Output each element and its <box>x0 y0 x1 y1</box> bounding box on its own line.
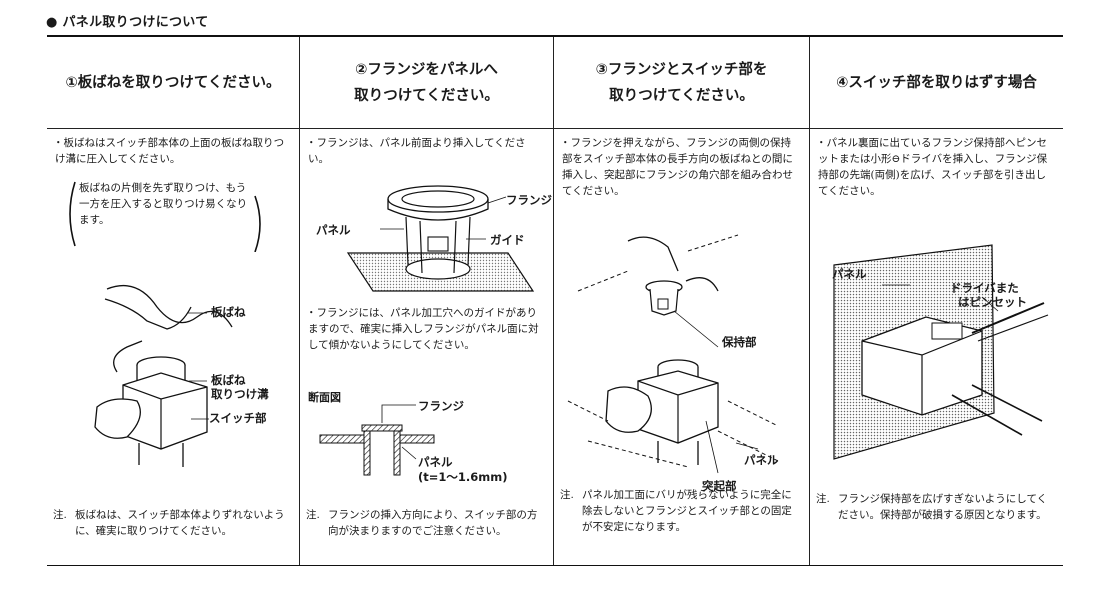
step-2-note: 注. フランジの挿入方向により、スイッチ部の方向が決まりますのでご注意ください。 <box>300 507 553 539</box>
section-title: ● パネル取りつけについて <box>46 15 209 30</box>
note-mark: 注. <box>816 493 830 505</box>
guide-label: ガイド <box>490 233 525 247</box>
step-3-cell: フランジを押えながら、フランジの両側の保持部をスイッチ部本体の長手方向の板ばねと… <box>553 129 809 565</box>
step-4-note: 注. フランジ保持部を広げすぎないようにしてください。保持部が破損する原因となり… <box>810 491 1063 523</box>
header-step-2-line-2: 取りつけてください。 <box>354 87 499 104</box>
step-1-note-text: 板ばねは、スイッチ部本体よりずれないように、確実に取りつけてください。 <box>75 509 285 537</box>
cross-section-label: 断面図 <box>308 391 341 404</box>
step-1-cell: 板ばねはスイッチ部本体の上面の板ばね取りつけ溝に圧入してください。 板ばねの片側… <box>47 129 299 565</box>
header-step-2: ②フランジをパネルへ 取りつけてください。 <box>299 37 553 129</box>
header-step-1-line-1: ①板ばねを取りつけてください。 <box>65 74 281 91</box>
step-4-note-text: フランジ保持部を広げすぎないようにしてください。保持部が破損する原因となります。 <box>838 493 1048 521</box>
spring-label: 板ばね <box>211 305 246 319</box>
step-2-note-text: フランジの挿入方向により、スイッチ部の方向が決まりますのでご注意ください。 <box>328 509 538 537</box>
cross-section-flange-label: フランジ <box>418 399 464 413</box>
panel-thickness-label: (t=1～1.6mm) <box>418 470 508 484</box>
switch-label: スイッチ部 <box>209 411 267 425</box>
header-step-1: ①板ばねを取りつけてください。 <box>47 37 299 129</box>
tool-label-line-1: ドライバまた <box>950 281 1019 295</box>
step-1-instruction: 板ばねはスイッチ部本体の上面の板ばね取りつけ溝に圧入してください。 <box>55 135 291 167</box>
step-1-note: 注. 板ばねは、スイッチ部本体よりずれないように、確実に取りつけてください。 <box>47 507 299 539</box>
header-step-3-line-1: ③フランジとスイッチ部を <box>595 61 768 78</box>
note-mark: 注. <box>306 509 320 521</box>
header-step-2-line-1: ②フランジをパネルへ <box>355 61 498 78</box>
step-2-cell: フランジは、パネル前面より挿入してください。 フランジ パネル ガイド フランジ… <box>299 129 553 565</box>
cross-section-panel-label: パネル <box>418 455 453 469</box>
step-2-instruction-1: フランジは、パネル前面より挿入してください。 <box>308 135 545 167</box>
protrusion-label: 突起部 <box>702 479 737 493</box>
step-3-instruction: フランジを押えながら、フランジの両側の保持部をスイッチ部本体の長手方向の板ばねと… <box>562 135 801 199</box>
holder-label: 保持部 <box>722 335 757 349</box>
step-3-instruction-text: フランジを押えながら、フランジの両側の保持部をスイッチ部本体の長手方向の板ばねと… <box>562 135 801 199</box>
cross-section-diagram <box>319 404 435 476</box>
panel-label: パネル <box>832 267 867 281</box>
parenthesis-shape <box>69 181 261 252</box>
flange-switch-assembly-illustration <box>567 234 779 474</box>
panel-label: パネル <box>316 223 351 237</box>
header-step-3: ③フランジとスイッチ部を 取りつけてください。 <box>553 37 809 129</box>
step-4-cell: パネル裏面に出ているフランジ保持部へピンセットまたは小形⊖ドライバを挿入し、フラ… <box>809 129 1063 565</box>
spring-groove-label: 板ばね 取りつけ溝 <box>211 373 269 401</box>
instruction-table: ①板ばねを取りつけてください。 ②フランジをパネルへ 取りつけてください。 ③フ… <box>47 35 1063 566</box>
step-2-instruction-2: フランジには、パネル加工穴へのガイドがありますので、確実に挿入しフランジがパネル… <box>308 305 545 353</box>
step-4-instruction-text: パネル裏面に出ているフランジ保持部へピンセットまたは小形⊖ドライバを挿入し、フラ… <box>818 135 1055 199</box>
flange-label: フランジ <box>506 193 552 207</box>
step-1-tip-text: 板ばねの片側を先ず取りつけ、もう一方を圧入すると取りつけ易くなります。 <box>79 182 248 226</box>
step-2-instruction-2-text: フランジには、パネル加工穴へのガイドがありますので、確実に挿入しフランジがパネル… <box>308 305 545 353</box>
note-mark: 注. <box>53 509 67 521</box>
switch-removal-illustration <box>833 244 1049 460</box>
flange-panel-illustration <box>346 185 535 292</box>
step-3-note: 注. パネル加工面にバリが残らないように完全に除去しないとフランジとスイッチ部と… <box>554 487 809 535</box>
note-mark: 注. <box>560 489 574 501</box>
header-step-4-line-1: ④スイッチ部を取りはずす場合 <box>836 74 1037 91</box>
panel-label: パネル <box>744 453 779 467</box>
step-3-note-text: パネル加工面にバリが残らないように完全に除去しないとフランジとスイッチ部との固定… <box>582 489 792 533</box>
tool-label-line-2: はピンセット <box>958 295 1027 309</box>
step-1-instruction-text: 板ばねはスイッチ部本体の上面の板ばね取りつけ溝に圧入してください。 <box>55 135 291 167</box>
step-1-tip: 板ばねの片側を先ず取りつけ、もう一方を圧入すると取りつけ易くなります。 <box>65 180 263 252</box>
step-4-instruction: パネル裏面に出ているフランジ保持部へピンセットまたは小形⊖ドライバを挿入し、フラ… <box>818 135 1055 199</box>
header-step-3-line-2: 取りつけてください。 <box>609 87 754 104</box>
header-step-4: ④スイッチ部を取りはずす場合 <box>809 37 1063 129</box>
spring-mounting-illustration <box>94 284 233 467</box>
step-2-instruction-1-text: フランジは、パネル前面より挿入してください。 <box>308 135 545 167</box>
